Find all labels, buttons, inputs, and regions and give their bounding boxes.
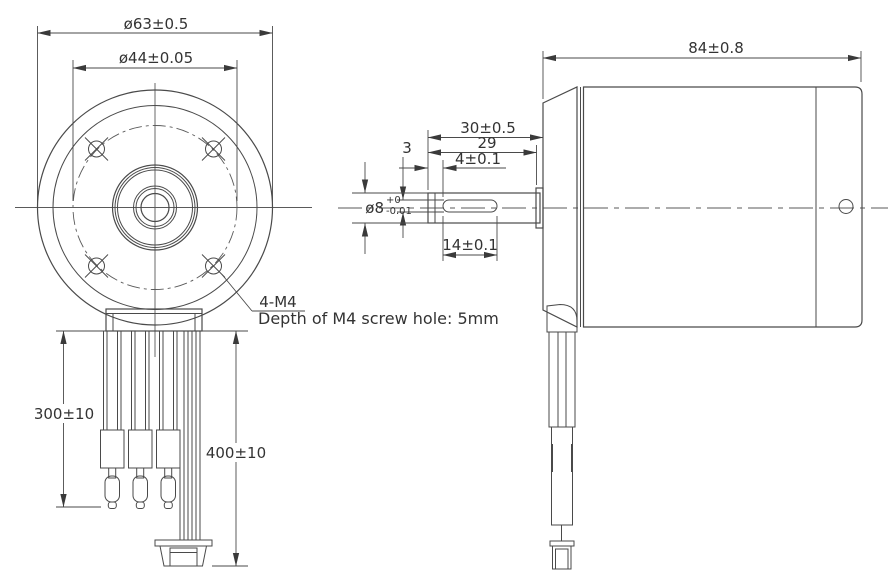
phase-wire-2 <box>128 330 153 509</box>
screw-hole-bottom-right <box>201 254 226 278</box>
bullet-connector-3 <box>160 475 176 503</box>
screw-callout-label: 4-M4 <box>259 293 296 311</box>
bullet-connector-2 <box>132 475 148 503</box>
motor-outer-circle <box>36 89 274 326</box>
side-view: 84±0.8 30±0.5 29 4±0.1 3 <box>338 39 888 570</box>
screw-hole-top-left <box>84 137 109 161</box>
dim-shaft-exposed-length: 29 <box>427 134 537 185</box>
phase-wire-1 <box>100 330 125 509</box>
screw-hole-top-right <box>201 137 226 161</box>
dim-body-length: 84±0.8 <box>542 39 862 99</box>
front-view: 4-M4 Depth of M4 screw hole: 5mm ø63±0.5… <box>15 15 499 567</box>
dim-signal-wire-length: 400±10 <box>202 330 266 567</box>
dim-phase-wire-length-label: 300±10 <box>34 405 94 423</box>
dim-signal-wire-length-label: 400±10 <box>206 444 266 462</box>
hub-ring-circle <box>114 167 196 248</box>
dim-flat-offset-label: 4±0.1 <box>455 150 501 168</box>
rear-cap-hole <box>838 199 854 214</box>
dim-flat-length-label: 14±0.1 <box>442 236 498 254</box>
wire-exit-block <box>105 308 203 332</box>
dim-body-length-label: 84±0.8 <box>688 39 744 57</box>
bullet-connector-1 <box>104 475 120 503</box>
screw-callout-leader <box>221 274 305 312</box>
dim-step-label: 3 <box>402 139 412 157</box>
shaft-tolerance-upper: +0 <box>386 195 401 206</box>
dim-shaft-total-length-label: 30±0.5 <box>460 119 516 137</box>
dim-flat-length: 14±0.1 <box>442 216 498 261</box>
motor-body-outline <box>582 86 863 328</box>
phase-wires <box>100 330 181 509</box>
screw-hole-bottom-left <box>84 254 109 278</box>
dim-bolt-circle-label: ø44±0.05 <box>119 49 193 67</box>
dim-outer-diameter-label: ø63±0.5 <box>124 15 189 33</box>
dim-shaft-diameter: ø8 +0 -0.01 <box>352 162 428 254</box>
front-flange-plate <box>542 86 578 328</box>
dim-shaft-diameter-label: ø8 <box>365 199 384 217</box>
dim-flat-offset: 4±0.1 <box>399 150 506 197</box>
screw-depth-note: Depth of M4 screw hole: 5mm <box>258 309 499 328</box>
hub-outer-circle <box>111 164 199 251</box>
shaft-bore-circle <box>140 192 170 223</box>
ribbon-cable <box>179 331 201 540</box>
dim-shaft-total-length: 30±0.5 <box>427 119 544 190</box>
bearing-boss-circle <box>133 185 177 230</box>
phase-wire-3 <box>156 330 181 509</box>
motor-shaft <box>427 192 541 224</box>
dim-shaft-exposed-length-label: 29 <box>477 134 496 152</box>
shaft-tolerance-lower: -0.01 <box>386 206 412 217</box>
bolt-circle-centerline <box>72 125 238 290</box>
dim-step: 3 <box>397 139 444 238</box>
dim-outer-diameter: ø63±0.5 <box>37 15 273 203</box>
shaft-flat <box>442 199 498 213</box>
signal-connector <box>154 539 213 567</box>
side-wire-bundle <box>546 303 578 570</box>
wire-sleeve <box>551 426 573 526</box>
wire-exit-bracket <box>546 303 578 333</box>
dim-bolt-circle: ø44±0.05 <box>72 49 238 201</box>
dim-phase-wire-length: 300±10 <box>34 330 104 508</box>
hub-inner-ring-circle <box>117 169 193 246</box>
bearing-boss-inner-circle <box>135 188 175 227</box>
